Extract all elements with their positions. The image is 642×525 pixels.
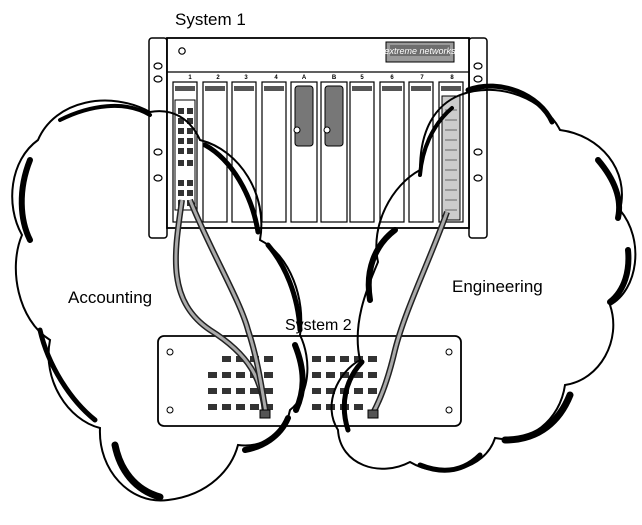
slot-label-1: 1 [188, 75, 192, 81]
slot-label-8: 8 [450, 75, 454, 81]
slot-label-2: 2 [216, 75, 220, 81]
accounting-label: Accounting [68, 288, 152, 307]
slot-label-a: A [302, 75, 307, 81]
slot-label-4: 4 [274, 75, 278, 81]
slot8-port-block [441, 95, 461, 221]
management-modules [293, 85, 344, 147]
engineering-label: Engineering [452, 277, 543, 296]
slot-label-3: 3 [244, 75, 248, 81]
slot-label-6: 6 [390, 75, 394, 81]
switch-body [157, 335, 462, 427]
slot-ejectors [175, 86, 461, 91]
system1-label: System 1 [175, 10, 246, 29]
slot-label-7: 7 [420, 75, 424, 81]
cables [172, 198, 450, 419]
brand-text: extreme networks [384, 46, 456, 56]
slot-label-b: B [332, 75, 337, 81]
slot-labels: 1 2 3 4 A B 5 6 7 8 [188, 75, 454, 81]
system2-switch [157, 335, 462, 427]
power-led-icon [178, 47, 186, 55]
slot-label-5: 5 [360, 75, 364, 81]
accounting-vlan-cloud [11, 99, 309, 502]
extreme-logo: extreme networks [384, 41, 456, 63]
system2-label: System 2 [285, 317, 352, 334]
system1-chassis: extreme networks 1 2 3 4 A B 5 6 7 8 [148, 37, 488, 239]
engineering-vlan-cloud [330, 83, 637, 473]
